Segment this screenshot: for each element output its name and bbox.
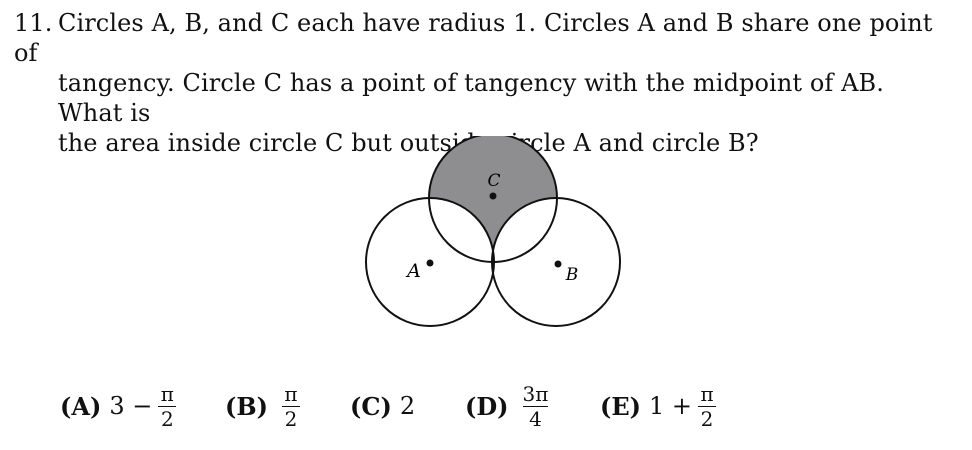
center-a-point (426, 259, 434, 267)
choice-d-fraction: 3π 4 (522, 381, 549, 431)
choice-c-value: 2 (399, 392, 416, 420)
choice-b-fraction: π 2 (282, 383, 300, 430)
answer-choices: (A) 3 − π 2 (B) π 2 (C) 2 (D) 3π 4 (E) 1… (60, 376, 940, 436)
choice-a-numerator: π (160, 381, 174, 406)
problem-text-line-3: the area inside circle C but outside cir… (58, 129, 759, 157)
center-b-point (554, 260, 562, 268)
choice-b-letter: (B) (225, 391, 268, 421)
choice-e-letter: (E) (600, 391, 642, 421)
fraction-bar (158, 405, 177, 407)
choice-e-numerator: π (700, 381, 714, 406)
circles-figure: C A B (365, 136, 621, 327)
problem-number: 11. (14, 9, 53, 37)
choice-b[interactable]: (B) π 2 (225, 376, 300, 436)
center-c-point (489, 192, 497, 200)
problem-statement: 11.Circles A, B, and C each have radius … (14, 8, 944, 158)
circle-b (491, 197, 621, 327)
choice-d-denominator: 4 (529, 406, 542, 431)
choice-a-denominator: 2 (160, 406, 174, 431)
fraction-bar (698, 405, 717, 407)
choice-c-letter: (C) (350, 391, 392, 421)
problem-text-line-1: Circles A, B, and C each have radius 1. … (14, 9, 933, 67)
circle-a (365, 197, 495, 327)
choice-d[interactable]: (D) 3π 4 (465, 376, 549, 436)
choice-b-denominator: 2 (284, 406, 298, 431)
choice-e[interactable]: (E) 1 + π 2 (600, 376, 717, 436)
choice-e-fraction: π 2 (698, 381, 717, 431)
choice-b-numerator: π (284, 381, 298, 406)
choice-a[interactable]: (A) 3 − π 2 (60, 376, 177, 436)
label-b: B (565, 265, 579, 285)
choice-a-letter: (A) (60, 391, 102, 421)
shaded-region (429, 136, 557, 262)
fraction-bar (522, 405, 549, 407)
choice-a-prefix: 3 − (109, 392, 153, 420)
problem-line-1: 11.Circles A, B, and C each have radius … (14, 8, 944, 68)
choice-e-prefix: 1 + (649, 392, 693, 420)
problem-text-line-2: tangency. Circle C has a point of tangen… (58, 69, 885, 127)
label-c: C (487, 171, 500, 191)
choice-a-fraction: π 2 (158, 381, 177, 431)
label-a: A (405, 260, 421, 282)
choice-d-letter: (D) (465, 391, 509, 421)
choice-d-numerator: 3π (522, 381, 549, 406)
choice-e-denominator: 2 (700, 406, 714, 431)
choice-c[interactable]: (C) 2 (350, 376, 415, 436)
fraction-bar (282, 405, 300, 407)
